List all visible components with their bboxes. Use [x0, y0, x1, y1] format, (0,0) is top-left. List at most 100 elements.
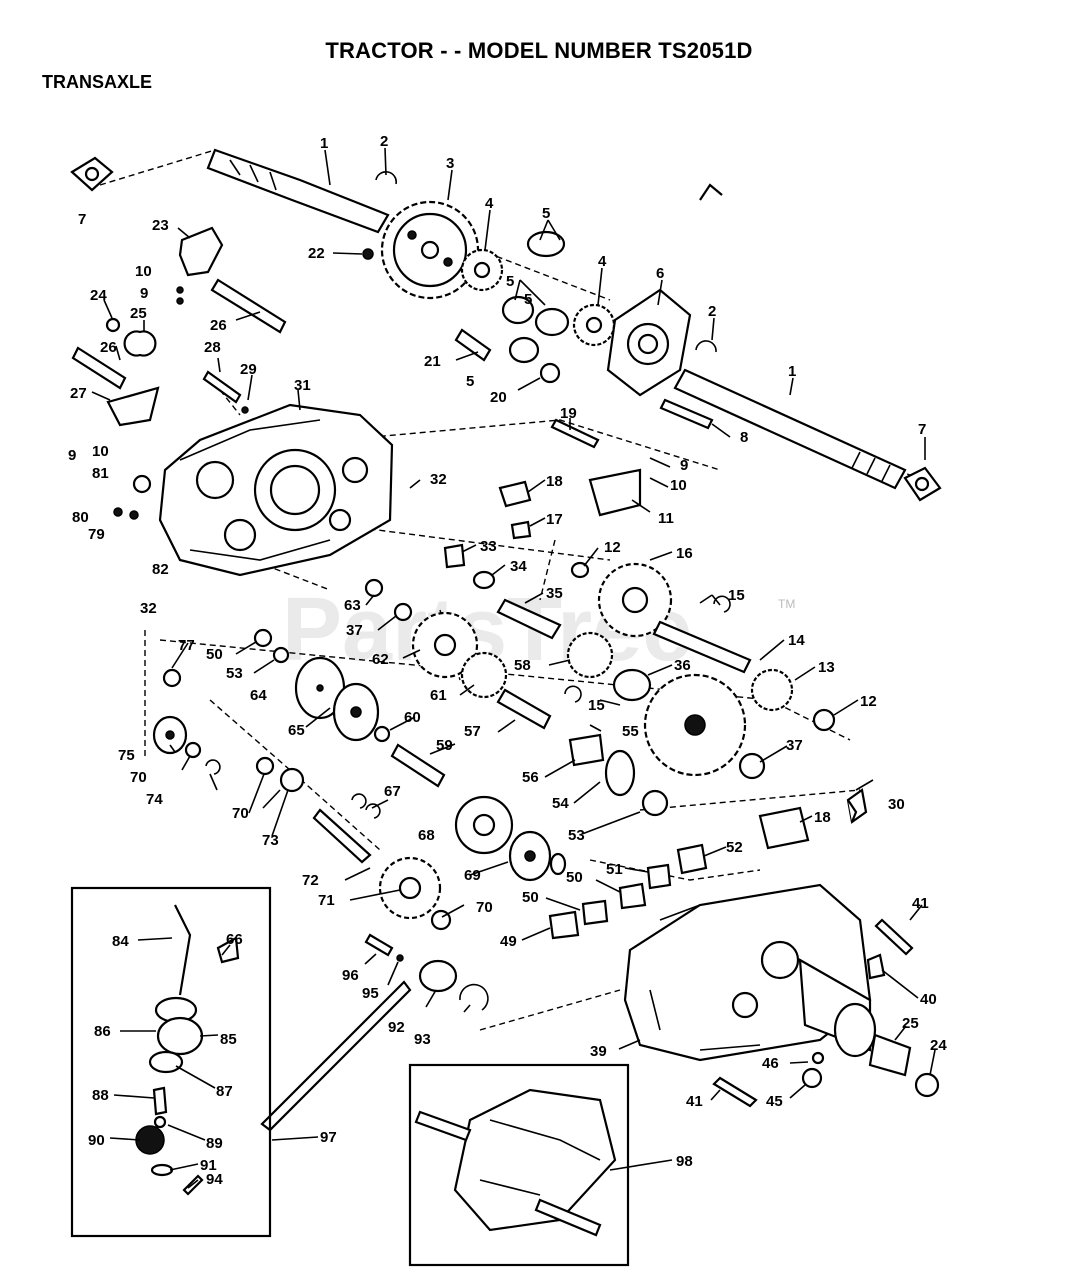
callout-91: 91 [200, 1157, 217, 1174]
callout-70-left: 70 [130, 769, 147, 786]
callout-50-low: 50 [522, 889, 539, 906]
callout-10-right: 10 [670, 477, 687, 494]
callout-15-upper: 15 [728, 587, 745, 604]
callout-28: 28 [204, 339, 221, 356]
callout-55: 55 [622, 723, 639, 740]
leader-lines [91, 147, 936, 1189]
callout-60: 60 [404, 709, 421, 726]
callout-34: 34 [510, 558, 527, 575]
callout-5-b: 5 [506, 273, 514, 290]
callout-63: 63 [344, 597, 361, 614]
callout-79: 79 [88, 526, 105, 543]
callout-29: 29 [240, 361, 257, 378]
callout-53-right: 53 [568, 827, 585, 844]
callout-90: 90 [88, 1132, 105, 1149]
callout-18-upper: 18 [546, 473, 563, 490]
callout-26-upper: 26 [210, 317, 227, 334]
callout-1-upper: 1 [320, 135, 328, 152]
callout-50-left: 50 [206, 646, 223, 663]
callout-67: 67 [384, 783, 401, 800]
callout-17: 17 [546, 511, 563, 528]
callout-93: 93 [414, 1031, 431, 1048]
differential-ring-gear [380, 200, 480, 300]
callout-9-upper: 9 [140, 285, 148, 302]
thrust-washer-right [903, 466, 942, 502]
section-title: TRANSAXLE [42, 72, 153, 92]
thrust-washer-left [70, 156, 114, 192]
differential-carrier [606, 288, 692, 397]
callout-39: 39 [590, 1043, 607, 1060]
callout-53-left: 53 [226, 665, 243, 682]
callout-51: 51 [606, 861, 623, 878]
page-title: TRACTOR - - MODEL NUMBER TS2051D [325, 38, 753, 63]
axle-shaft-left [206, 148, 390, 234]
case-half-right [623, 799, 940, 1108]
callout-26-left: 26 [100, 339, 117, 356]
bushings-right [548, 788, 868, 940]
callout-labels: 1 1 2 2 3 4 4 5 5 5 5 6 7 7 8 9 9 9 10 1… [68, 133, 947, 1188]
callout-7-right: 7 [918, 421, 926, 438]
callout-70-mid: 70 [232, 805, 249, 822]
callout-86: 86 [94, 1023, 111, 1040]
callout-70-low: 70 [476, 899, 493, 916]
callout-66: 66 [226, 931, 243, 948]
callout-49: 49 [500, 933, 517, 950]
axle-shaft-right [673, 368, 907, 490]
callout-58: 58 [514, 657, 531, 674]
callout-61: 61 [430, 687, 447, 704]
callout-68: 68 [418, 827, 435, 844]
callout-32-upper: 32 [430, 471, 447, 488]
callout-95: 95 [362, 985, 379, 1002]
callout-5-c: 5 [524, 291, 532, 308]
callout-37-upper: 37 [346, 622, 363, 639]
callout-74: 74 [146, 791, 163, 808]
inset-box-shifter [70, 886, 272, 1238]
callout-3: 3 [446, 155, 454, 172]
callout-32-lower: 32 [140, 600, 157, 617]
callout-84: 84 [112, 933, 129, 950]
callout-2-right: 2 [708, 303, 716, 320]
callout-13: 13 [818, 659, 835, 676]
callout-9-left: 9 [68, 447, 76, 464]
callout-56: 56 [522, 769, 539, 786]
callout-30: 30 [888, 796, 905, 813]
callout-94: 94 [206, 1171, 223, 1188]
misc-pins [362, 171, 723, 449]
callout-2-upper: 2 [380, 133, 388, 150]
callout-24-lower: 24 [930, 1037, 947, 1054]
callout-75: 75 [118, 747, 135, 764]
callout-85: 85 [220, 1031, 237, 1048]
callout-52: 52 [726, 839, 743, 856]
shift-fork-upper [71, 226, 287, 427]
callout-18-lower: 18 [814, 809, 831, 826]
callout-69: 69 [464, 867, 481, 884]
callout-23: 23 [152, 217, 169, 234]
callout-24-upper: 24 [90, 287, 107, 304]
callout-80: 80 [72, 509, 89, 526]
callout-31: 31 [294, 377, 311, 394]
callout-4-right: 4 [598, 253, 607, 270]
callout-40: 40 [920, 991, 937, 1008]
callout-22: 22 [308, 245, 325, 262]
callout-50-mid: 50 [566, 869, 583, 886]
callout-98: 98 [676, 1153, 693, 1170]
callout-96: 96 [342, 967, 359, 984]
callout-45: 45 [766, 1093, 783, 1110]
callout-1-right: 1 [788, 363, 796, 380]
callout-14: 14 [788, 632, 805, 649]
callout-16: 16 [676, 545, 693, 562]
callout-64: 64 [250, 687, 267, 704]
callout-5-d: 5 [466, 373, 474, 390]
callout-81: 81 [92, 465, 109, 482]
trademark-mark: TM [778, 597, 795, 611]
callout-20: 20 [490, 389, 507, 406]
callout-27: 27 [70, 385, 87, 402]
callout-36: 36 [674, 657, 691, 674]
case-half-left [113, 403, 394, 577]
callout-21: 21 [424, 353, 441, 370]
callout-41-upper: 41 [912, 895, 929, 912]
callout-37-right: 37 [786, 737, 803, 754]
callout-11: 11 [658, 510, 674, 527]
callout-82: 82 [152, 561, 169, 578]
